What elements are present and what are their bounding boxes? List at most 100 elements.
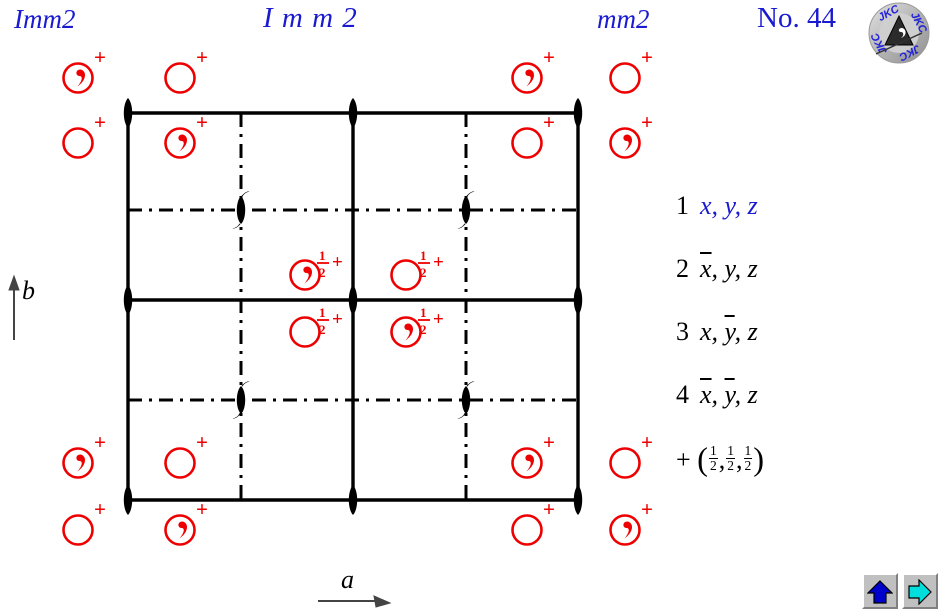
centering-comma: , <box>718 445 726 475</box>
b-axis-label: b <box>22 276 35 305</box>
b-axis-arrow-head <box>8 274 20 291</box>
general-position <box>390 259 422 291</box>
height-label: + <box>94 110 106 134</box>
operation-number: 2 <box>676 254 689 283</box>
centering-comma: , <box>736 445 743 475</box>
general-position <box>609 127 641 159</box>
operation-expression: x, y, z <box>700 380 758 409</box>
height-label: + <box>196 430 208 454</box>
operation-z: z <box>747 317 758 346</box>
height-label: 1 2 + <box>418 305 444 337</box>
height-label: + <box>641 45 653 69</box>
operation-x: x <box>700 191 712 220</box>
operation-number: 4 <box>676 380 689 409</box>
svg-text:+: + <box>433 252 444 273</box>
symmetry-operation-4: 4 x, y, z <box>676 380 758 410</box>
height-label: + <box>196 497 208 521</box>
svg-text:1: 1 <box>319 305 326 320</box>
general-position <box>62 447 94 479</box>
twofold-axis <box>123 285 133 315</box>
svg-text:2: 2 <box>319 265 326 280</box>
operation-expression: x, y, z <box>700 191 758 220</box>
general-position <box>164 127 196 159</box>
axis-arrows <box>8 274 392 608</box>
general-position <box>289 316 321 348</box>
svg-text:2: 2 <box>319 322 326 337</box>
general-position <box>164 62 196 94</box>
centering-plus: + <box>676 445 691 475</box>
space-group-full-symbol: I m m 2 <box>263 2 358 34</box>
general-position <box>609 62 641 94</box>
nav-right-button[interactable] <box>902 573 938 609</box>
operation-z: z <box>747 380 758 409</box>
operation-y: y <box>724 254 735 283</box>
svg-text:2: 2 <box>420 322 427 337</box>
svg-text:+: + <box>332 252 343 273</box>
svg-text:1: 1 <box>420 248 427 263</box>
centering-close-paren: ) <box>753 442 765 478</box>
twofold-axis <box>573 285 583 315</box>
point-group-symbol: mm2 <box>597 4 650 34</box>
nav-up-button[interactable] <box>862 573 898 609</box>
general-position <box>511 514 543 546</box>
space-group-short-symbol: Imm2 <box>14 4 76 34</box>
jkc-logo: JKC JKC JKC JKC <box>868 2 930 64</box>
operation-x: x <box>700 317 712 346</box>
operation-number: 1 <box>676 191 689 220</box>
height-label: + <box>196 45 208 69</box>
operation-expression: x, y, z <box>700 254 758 283</box>
general-position <box>511 447 543 479</box>
twofold-axis <box>123 98 133 128</box>
twofold-axis <box>573 98 583 128</box>
height-label: 1 2 + <box>418 248 444 280</box>
twofold-axis-tailed <box>232 191 250 229</box>
height-label: + <box>543 430 555 454</box>
general-position <box>164 447 196 479</box>
operation-y: y <box>724 380 735 409</box>
general-position <box>62 514 94 546</box>
svg-text:1: 1 <box>420 305 427 320</box>
general-position <box>609 447 641 479</box>
height-label: + <box>196 110 208 134</box>
general-position <box>62 127 94 159</box>
twofold-axis <box>348 285 358 315</box>
general-position <box>62 62 94 94</box>
height-label: 1 2 + <box>317 248 343 280</box>
general-position <box>289 259 321 291</box>
height-label: + <box>641 430 653 454</box>
symmetry-operation-1: 1 x, y, z <box>676 191 758 221</box>
symmetry-operation-3: 3 x, y, z <box>676 317 758 347</box>
operation-y: y <box>724 317 735 346</box>
twofold-axis <box>348 485 358 515</box>
height-label: + <box>543 110 555 134</box>
svg-text:1: 1 <box>319 248 326 263</box>
a-axis-arrow-head <box>373 595 392 608</box>
operation-number: 3 <box>676 317 689 346</box>
svg-text:2: 2 <box>420 265 427 280</box>
twofold-axis-tailed <box>232 381 250 419</box>
height-label: + <box>641 497 653 521</box>
height-labels-half-plus: 1 2 + 1 2 + 1 2 + 1 2 + <box>317 248 444 337</box>
height-label: + <box>543 45 555 69</box>
twofold-axis <box>573 485 583 515</box>
general-position <box>609 514 641 546</box>
svg-text:+: + <box>433 309 444 330</box>
right-arrow-icon <box>908 579 932 605</box>
twofold-axis <box>348 98 358 128</box>
centering-open-paren: ( <box>697 442 708 478</box>
operation-x: x <box>700 254 712 283</box>
operation-x: x <box>700 380 712 409</box>
height-label: + <box>94 430 106 454</box>
height-label: 1 2 + <box>317 305 343 337</box>
operation-expression: x, y, z <box>700 317 758 346</box>
svg-text:+: + <box>332 309 343 330</box>
a-axis-label: a <box>341 565 354 594</box>
symmetry-operation-2: 2 x, y, z <box>676 254 758 284</box>
height-label: + <box>543 497 555 521</box>
operation-z: z <box>747 254 758 283</box>
